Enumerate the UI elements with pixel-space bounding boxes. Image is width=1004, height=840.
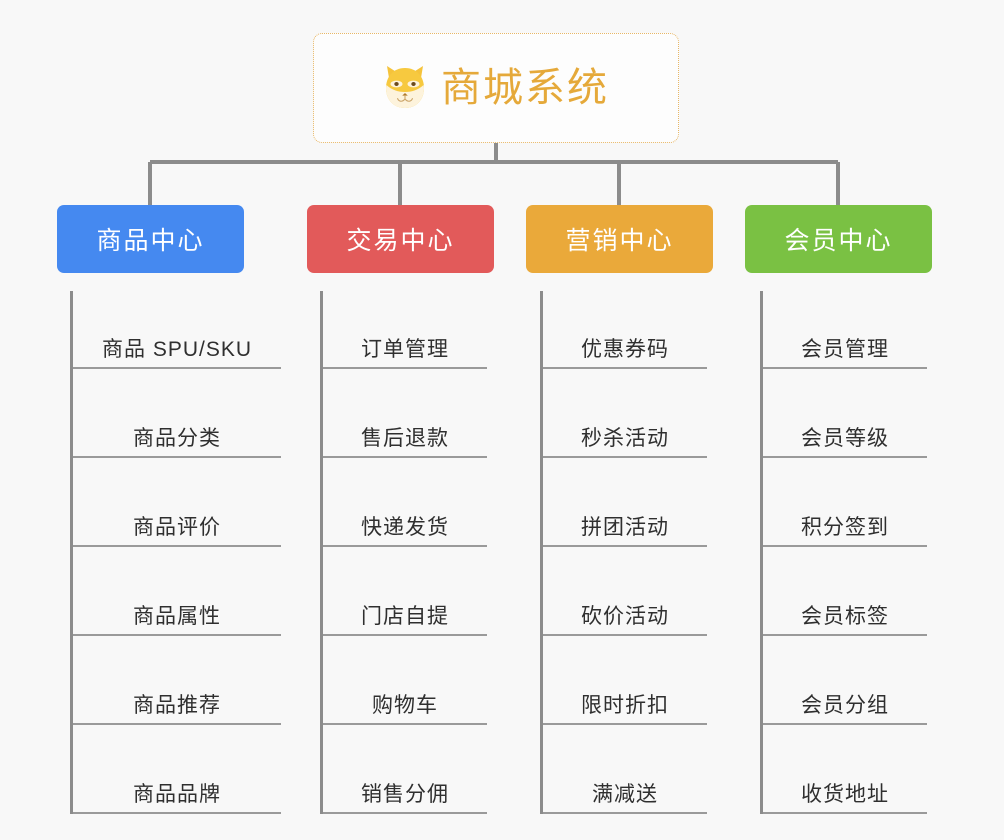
category-label: 交易中心 [346,227,455,255]
leaf-item[interactable]: 商品评价 [73,458,281,547]
leaf-item[interactable]: 优惠券码 [543,291,707,369]
category-column: 商品中心商品 SPU/SKU 商品分类商品评价商品属性商品推荐商品品牌 [57,205,281,814]
leaf-item-label: 商品 SPU/SKU [101,338,253,361]
leaf-item[interactable]: 拼团活动 [543,458,707,547]
category-column: 交易中心订单管理售后退款快递发货门店自提购物车销售分佣 [307,205,494,814]
leaf-item-label: 商品评价 [133,516,221,539]
category-box[interactable]: 商品中心 [57,205,244,273]
leaf-item[interactable]: 商品 SPU/SKU [73,291,281,369]
leaf-item-label: 购物车 [372,694,438,717]
leaf-item-label: 会员管理 [801,338,889,361]
leaf-list: 订单管理售后退款快递发货门店自提购物车销售分佣 [320,291,494,814]
leaf-item-label: 秒杀活动 [581,427,669,450]
leaf-item-label: 销售分佣 [361,783,449,806]
leaf-item[interactable]: 门店自提 [323,547,487,636]
category-box[interactable]: 会员中心 [745,205,932,273]
leaf-item[interactable]: 积分签到 [763,458,927,547]
leaf-item-label: 限时折扣 [581,694,669,717]
leaf-item-label: 拼团活动 [581,516,669,539]
leaf-item[interactable]: 购物车 [323,636,487,725]
leaf-item[interactable]: 会员管理 [763,291,927,369]
leaf-item[interactable]: 会员等级 [763,369,927,458]
leaf-item-label: 优惠券码 [581,338,669,361]
root-node[interactable]: 商城系统 [313,33,679,143]
leaf-item-label: 积分签到 [801,516,889,539]
leaf-item[interactable]: 砍价活动 [543,547,707,636]
category-label: 营销中心 [565,227,674,255]
leaf-list: 商品 SPU/SKU 商品分类商品评价商品属性商品推荐商品品牌 [70,291,281,814]
leaf-item[interactable]: 收货地址 [763,725,927,814]
category-box[interactable]: 交易中心 [307,205,494,273]
leaf-item-label: 门店自提 [361,605,449,628]
leaf-item[interactable]: 会员标签 [763,547,927,636]
leaf-item[interactable]: 快递发货 [323,458,487,547]
leaf-item[interactable]: 订单管理 [323,291,487,369]
leaf-item[interactable]: 商品属性 [73,547,281,636]
leaf-item-label: 满减送 [592,783,658,806]
leaf-item[interactable]: 商品品牌 [73,725,281,814]
root-title: 商城系统 [441,66,609,110]
leaf-item-label: 会员分组 [801,694,889,717]
leaf-item-label: 售后退款 [361,427,449,450]
leaf-item-label: 订单管理 [361,338,449,361]
leaf-item[interactable]: 秒杀活动 [543,369,707,458]
leaf-item[interactable]: 会员分组 [763,636,927,725]
leaf-item[interactable]: 售后退款 [323,369,487,458]
leaf-list: 优惠券码秒杀活动拼团活动砍价活动限时折扣满减送 [540,291,713,814]
leaf-item-label: 收货地址 [801,783,889,806]
leaf-item[interactable]: 销售分佣 [323,725,487,814]
shiba-dog-icon [383,64,427,112]
leaf-item-label: 会员标签 [801,605,889,628]
leaf-item-label: 商品分类 [133,427,221,450]
leaf-item-label: 商品推荐 [133,694,221,717]
leaf-item-label: 商品品牌 [133,783,221,806]
category-column: 会员中心会员管理会员等级积分签到会员标签会员分组收货地址 [745,205,932,814]
leaf-item[interactable]: 限时折扣 [543,636,707,725]
category-label: 会员中心 [784,227,893,255]
leaf-item-label: 会员等级 [801,427,889,450]
leaf-item-label: 砍价活动 [581,605,669,628]
category-box[interactable]: 营销中心 [526,205,713,273]
leaf-list: 会员管理会员等级积分签到会员标签会员分组收货地址 [760,291,932,814]
leaf-item-label: 商品属性 [133,605,221,628]
category-label: 商品中心 [96,227,205,255]
leaf-item[interactable]: 商品推荐 [73,636,281,725]
leaf-item[interactable]: 满减送 [543,725,707,814]
leaf-item-label: 快递发货 [361,516,449,539]
category-column: 营销中心优惠券码秒杀活动拼团活动砍价活动限时折扣满减送 [526,205,713,814]
leaf-item[interactable]: 商品分类 [73,369,281,458]
